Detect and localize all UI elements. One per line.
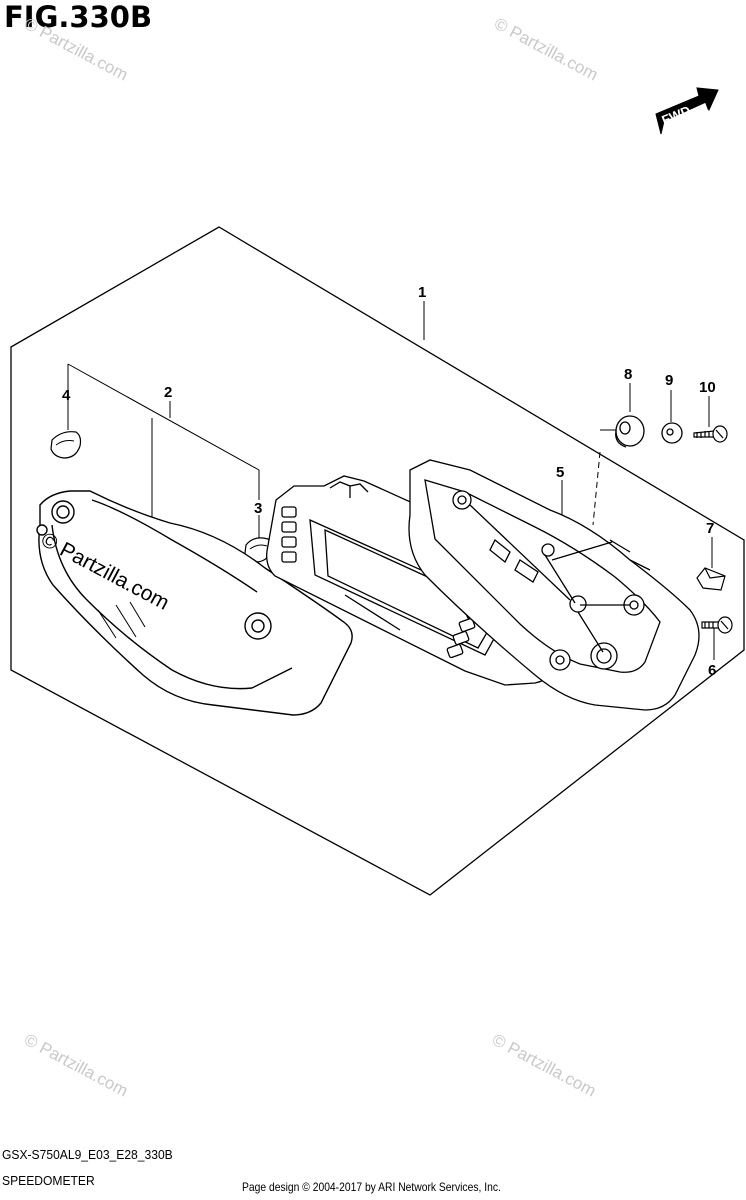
part-7-clip-nut [696,567,726,591]
callout-10: 10 [699,379,716,396]
part-6-screw [701,616,733,634]
callout-8: 8 [624,366,632,383]
assembly-name: SPEEDOMETER [2,1173,95,1188]
part-8-grommet [615,415,645,448]
part-10-screw [693,425,728,443]
callout-4: 4 [62,387,71,404]
callout-9: 9 [665,372,673,389]
fwd-label: FWD [660,103,693,128]
callout-6: 6 [708,662,716,679]
part-9-washer [661,422,683,444]
forward-arrow-icon: FWD [655,87,719,135]
callout-5: 5 [556,464,564,481]
callout-2: 2 [164,384,172,401]
callout-3: 3 [254,500,262,517]
callout-7: 7 [706,520,714,537]
figure-title: FIG.330B [4,0,153,34]
part-4-cushion [50,431,82,459]
model-code: GSX-S750AL9_E03_E28_330B [2,1147,173,1162]
assembly-boundary [10,226,745,896]
part-5-meter-case [408,459,700,711]
page-credit: Page design © 2004-2017 by ARI Network S… [242,1180,501,1194]
part-2-meter-cover [36,490,353,716]
callout-1: 1 [418,284,426,301]
